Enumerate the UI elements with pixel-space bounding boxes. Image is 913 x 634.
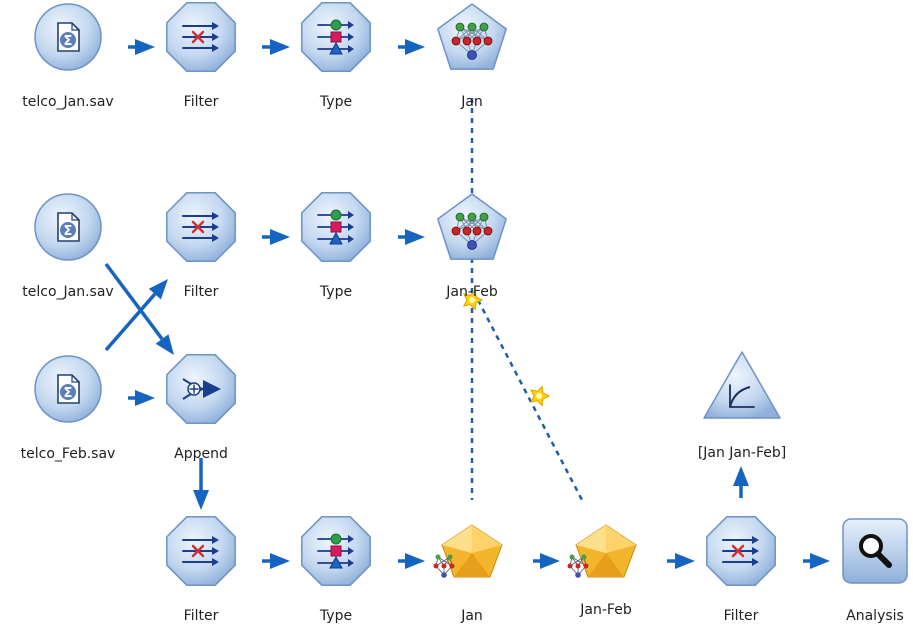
link-nug2-flt4[interactable] (667, 553, 695, 569)
type-node[interactable] (301, 2, 371, 72)
link-src2-app1[interactable] (104, 262, 174, 355)
node-label: Type (319, 94, 353, 110)
type-shapes-icon (317, 209, 354, 245)
svg-text:Σ: Σ (64, 386, 73, 401)
filter-arrows-icon (182, 22, 219, 52)
neural-net-icon (451, 212, 493, 250)
node-label: Type (319, 284, 353, 300)
type-node[interactable] (301, 516, 371, 586)
svg-text:Σ: Σ (64, 34, 73, 49)
link-src3-app1[interactable] (128, 390, 155, 406)
refresh-spark-icon (529, 385, 551, 407)
nugget-node[interactable] (567, 524, 637, 578)
nugget-node[interactable] (433, 524, 503, 578)
node-label: telco_Jan.sav (22, 94, 114, 110)
node-label: Filter (183, 284, 219, 300)
link-flt3-typ3[interactable] (262, 553, 290, 569)
sigma-file-icon: Σ (57, 212, 80, 242)
filter-arrows-icon (722, 536, 759, 566)
model-node[interactable] (436, 3, 508, 70)
link-src1-flt1[interactable] (128, 39, 155, 55)
evaluation-node[interactable] (703, 351, 781, 419)
evaluation-curve-icon (729, 384, 755, 408)
source-node[interactable]: Σ (34, 193, 102, 261)
link-typ3-nug1[interactable] (398, 553, 425, 569)
link-src3-flt2[interactable] (104, 279, 168, 352)
link-nug1-nug2[interactable] (533, 553, 560, 569)
nodes-layer: Σ Σ Σ (34, 2, 908, 586)
node-label: Jan (461, 94, 483, 110)
node-label: Append (174, 446, 228, 462)
node-label: Type (319, 608, 353, 624)
link-flt1-typ1[interactable] (262, 39, 290, 55)
neural-net-icon (451, 22, 493, 60)
node-label: telco_Jan.sav (22, 284, 114, 300)
link-flt4-eval1[interactable] (733, 466, 749, 498)
refresh-spark-icon (462, 289, 484, 311)
source-node[interactable]: Σ (34, 3, 102, 71)
node-label: Analysis (846, 608, 904, 624)
type-shapes-icon (317, 19, 354, 55)
model-node[interactable] (436, 193, 508, 260)
filter-node[interactable] (166, 516, 236, 586)
node-label: Jan-Feb (580, 602, 632, 618)
node-label: Jan (461, 608, 483, 624)
sigma-file-icon: Σ (57, 374, 80, 404)
node-label: telco_Feb.sav (20, 446, 116, 462)
model-nugget-icon (567, 524, 637, 578)
type-shapes-icon (317, 533, 354, 569)
source-node[interactable]: Σ (34, 355, 102, 423)
link-typ1-mod1[interactable] (398, 39, 425, 55)
append-node[interactable] (166, 354, 236, 424)
append-arrow-icon (182, 378, 221, 400)
model-links-layer (462, 98, 584, 501)
node-label: [Jan Jan-Feb] (697, 445, 787, 461)
magnifier-icon (859, 534, 892, 568)
model-nugget-icon (433, 524, 503, 578)
link-flt4-ana1[interactable] (803, 553, 830, 569)
link-app1-flt3[interactable] (193, 458, 209, 510)
filter-node[interactable] (166, 192, 236, 262)
sigma-file-icon: Σ (57, 22, 80, 52)
node-label: Filter (183, 608, 219, 624)
filter-arrows-icon (182, 212, 219, 242)
links-layer (104, 39, 830, 569)
link-typ2-mod2[interactable] (398, 229, 425, 245)
svg-text:Σ: Σ (64, 224, 73, 239)
node-label: Filter (723, 608, 759, 624)
filter-arrows-icon (182, 536, 219, 566)
node-label: Jan-Feb (446, 284, 498, 300)
link-flt2-typ2[interactable] (262, 229, 290, 245)
type-node[interactable] (301, 192, 371, 262)
node-label: Filter (183, 94, 219, 110)
analysis-node[interactable] (842, 518, 908, 584)
filter-node[interactable] (166, 2, 236, 72)
filter-node[interactable] (706, 516, 776, 586)
model-link-mod2-nug2[interactable] (476, 299, 584, 501)
